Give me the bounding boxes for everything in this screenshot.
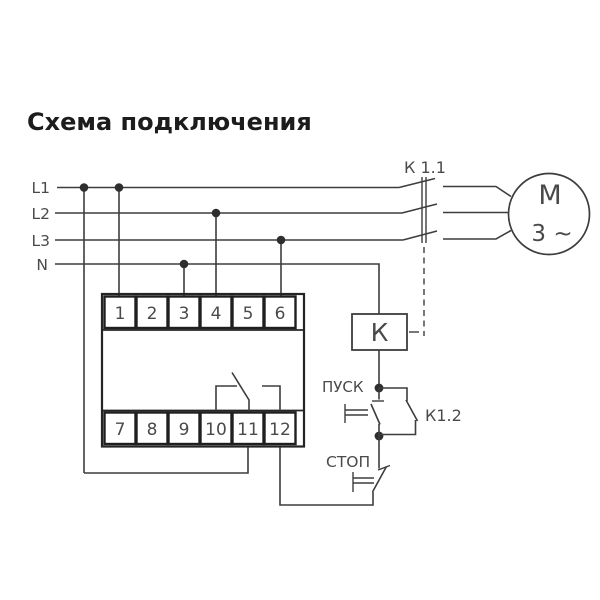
- stop-fixed-contact-tick: [377, 464, 391, 471]
- terminal-12: [263, 411, 297, 446]
- terminal-7-number: 7: [115, 420, 126, 440]
- label-stop: СТОП: [326, 453, 370, 471]
- junction-dot: [179, 259, 189, 269]
- motor-letter: M: [538, 180, 561, 211]
- motor-circle: [507, 172, 591, 256]
- terminal-9-number: 9: [179, 420, 190, 440]
- top-terminal-row: 1 2 3 4 5 6: [103, 295, 297, 330]
- motor-feed-l3: [443, 229, 512, 240]
- terminal-11: [231, 411, 265, 446]
- wire-left-to-terminal11: [84, 446, 249, 474]
- junction-dot: [211, 208, 221, 218]
- terminal-drop-wires: [79, 183, 286, 473]
- terminal-5-number: 5: [243, 304, 254, 324]
- device-outline: [100, 292, 306, 448]
- label-start: ПУСК: [322, 378, 364, 396]
- label-l2: L2: [32, 205, 51, 223]
- terminal-8-number: 8: [147, 420, 158, 440]
- contact-fixed-lead-12: [262, 385, 281, 413]
- junction-dot: [79, 183, 89, 192]
- supply-lines: [55, 186, 403, 314]
- terminal-1-number: 1: [115, 304, 126, 324]
- terminal-4-number: 4: [211, 304, 222, 324]
- start-blade: [370, 403, 381, 425]
- junction-dot: [114, 183, 124, 192]
- terminal-2-number: 2: [147, 304, 158, 324]
- k12-blade: [405, 399, 419, 422]
- power-line-labels: L1 L2 L3 N: [32, 179, 51, 274]
- label-l1: L1: [32, 179, 51, 197]
- relay-device: 1 2 3 4 5 6 7 8 9 10 11 12: [100, 292, 306, 448]
- coil-letter: К: [371, 318, 389, 347]
- wire-terminal12-to-stop: [279, 446, 374, 506]
- line-n-to-coil: [55, 263, 380, 314]
- bottom-terminal-row: 7 8 9 10 11 12: [103, 411, 297, 446]
- label-k12: К1.2: [425, 406, 462, 425]
- k12-upper-lead: [379, 387, 408, 401]
- bottom-routing-wires: [84, 446, 374, 506]
- contact-fixed-lead-10: [215, 385, 237, 413]
- coil-box: [351, 313, 408, 351]
- stop-blade: [371, 466, 388, 493]
- k11-blade-l1: [398, 177, 436, 189]
- start-stop-circuit: К1.2 ПУСК СТОП: [322, 378, 462, 493]
- label-l3: L3: [32, 232, 51, 250]
- terminal-11-number: 11: [237, 420, 259, 440]
- junction-dot: [276, 235, 286, 245]
- terminal-12-number: 12: [269, 420, 291, 440]
- label-n: N: [36, 256, 48, 274]
- k11-blade-l3: [402, 230, 438, 241]
- k12-lower-lead: [379, 420, 417, 436]
- page-title: Схема подключения: [27, 108, 312, 136]
- contact-blade-11: [231, 372, 250, 413]
- internal-relay-contact: [215, 372, 281, 413]
- label-k11: К 1.1: [404, 158, 446, 177]
- contactor-main-contacts: К 1.1: [398, 158, 512, 336]
- terminal-6: [263, 295, 297, 330]
- motor-phase: 3 ~: [531, 221, 572, 247]
- terminal-3-number: 3: [179, 304, 190, 324]
- motor-feed-l1: [443, 185, 512, 198]
- terminal-6-number: 6: [275, 304, 286, 324]
- terminal-10-number: 10: [205, 420, 227, 440]
- motor-symbol: M 3 ~: [507, 172, 591, 256]
- terminal-10: [199, 411, 233, 446]
- k11-blade-l2: [401, 203, 438, 214]
- terminal-9: [167, 411, 201, 446]
- contactor-coil: К: [351, 313, 408, 388]
